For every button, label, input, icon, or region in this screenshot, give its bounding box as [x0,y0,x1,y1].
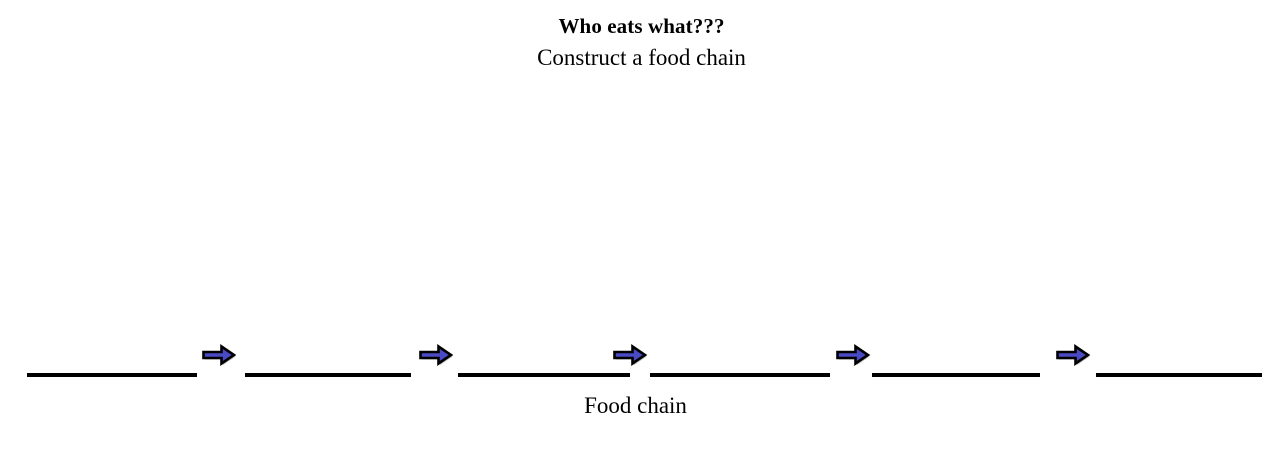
right-arrow-icon-1 [202,344,237,366]
heading-block: Who eats what??? Construct a food chain [0,13,1283,72]
blank-line-4[interactable] [650,373,830,377]
right-arrow-icon-2 [419,344,454,366]
food-chain-caption-text: Food chain [584,393,687,418]
blank-line-3[interactable] [458,373,630,377]
page-subtitle: Construct a food chain [537,45,746,70]
right-arrow-icon-4 [836,344,871,366]
blank-line-5[interactable] [872,373,1040,377]
right-arrow-icon-3 [613,344,648,366]
page-title: Who eats what??? [558,14,725,38]
food-chain-caption: Food chain [0,392,1283,420]
right-arrow-icon-5 [1056,344,1091,366]
blank-line-2[interactable] [245,373,411,377]
blank-line-1[interactable] [27,373,197,377]
blank-line-6[interactable] [1096,373,1262,377]
